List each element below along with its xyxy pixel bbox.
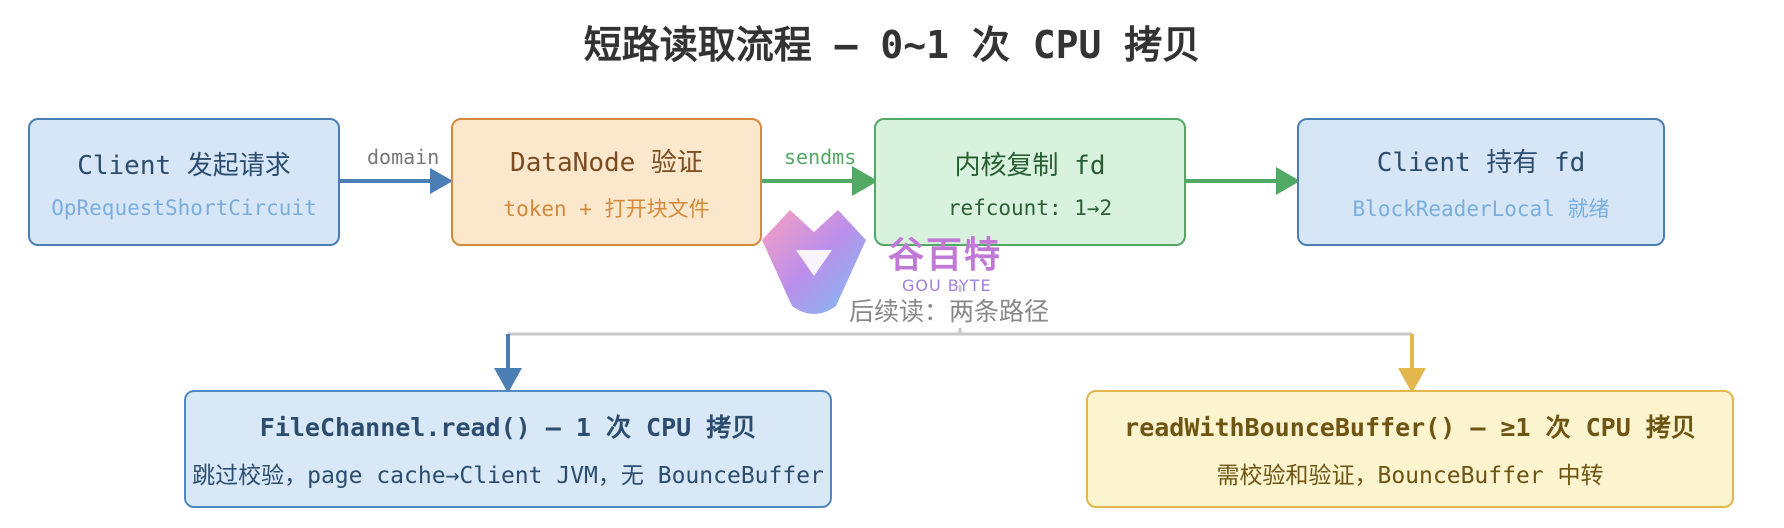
branch-label: 后续读：两条路径 [845,292,1054,328]
edge-label-domain: domain [367,145,440,169]
node-datanode-verify-sub: token + 打开块文件 [503,196,710,221]
node-kernel-dup-fd-sub: refcount: 1→2 [947,195,1113,220]
node-kernel-dup-fd-title: 内核复制 fd [954,150,1106,181]
watermark-text: 谷百特 [888,235,1003,276]
path-filechannel-read-sub: 跳过校验，page cache→Client JVM，无 BounceBuffe… [192,463,824,489]
path-read-with-bounce-buffer-title: readWithBounceBuffer() — ≥1 次 CPU 拷贝 [1124,413,1696,442]
edge-client-to-datanode [340,168,453,194]
edge-label-sendmsg: sendms [784,145,857,169]
path-read-with-bounce-buffer: readWithBounceBuffer() — ≥1 次 CPU 拷贝 需校验… [1086,390,1734,508]
node-client-holds-fd: Client 持有 fd BlockReaderLocal 就绪 [1297,118,1665,246]
node-client-request-title: Client 发起请求 [77,150,291,181]
edge-datanode-to-kernel [762,166,878,196]
node-client-holds-fd-sub: BlockReaderLocal 就绪 [1352,196,1610,221]
watermark-logo-icon [762,210,866,314]
branch-connector [494,285,1426,393]
node-datanode-verify-title: DataNode 验证 [510,147,703,178]
diagram-title: 短路读取流程 — 0~1 次 CPU 拷贝 [583,23,1201,67]
path-filechannel-read-title: FileChannel.read() — 1 次 CPU 拷贝 [259,413,757,442]
node-kernel-dup-fd: 内核复制 fd refcount: 1→2 [874,118,1186,246]
path-filechannel-read: FileChannel.read() — 1 次 CPU 拷贝 跳过校验，pag… [184,390,832,508]
edge-kernel-to-client [1186,167,1300,195]
node-datanode-verify: DataNode 验证 token + 打开块文件 [451,118,762,246]
watermark-subtext: GOU BYTE [902,276,992,295]
node-client-holds-fd-title: Client 持有 fd [1376,147,1586,178]
node-client-request: Client 发起请求 OpRequestShortCircuit [28,118,340,246]
path-read-with-bounce-buffer-sub: 需校验和验证，BounceBuffer 中转 [1216,463,1604,489]
node-client-request-sub: OpRequestShortCircuit [51,195,317,220]
